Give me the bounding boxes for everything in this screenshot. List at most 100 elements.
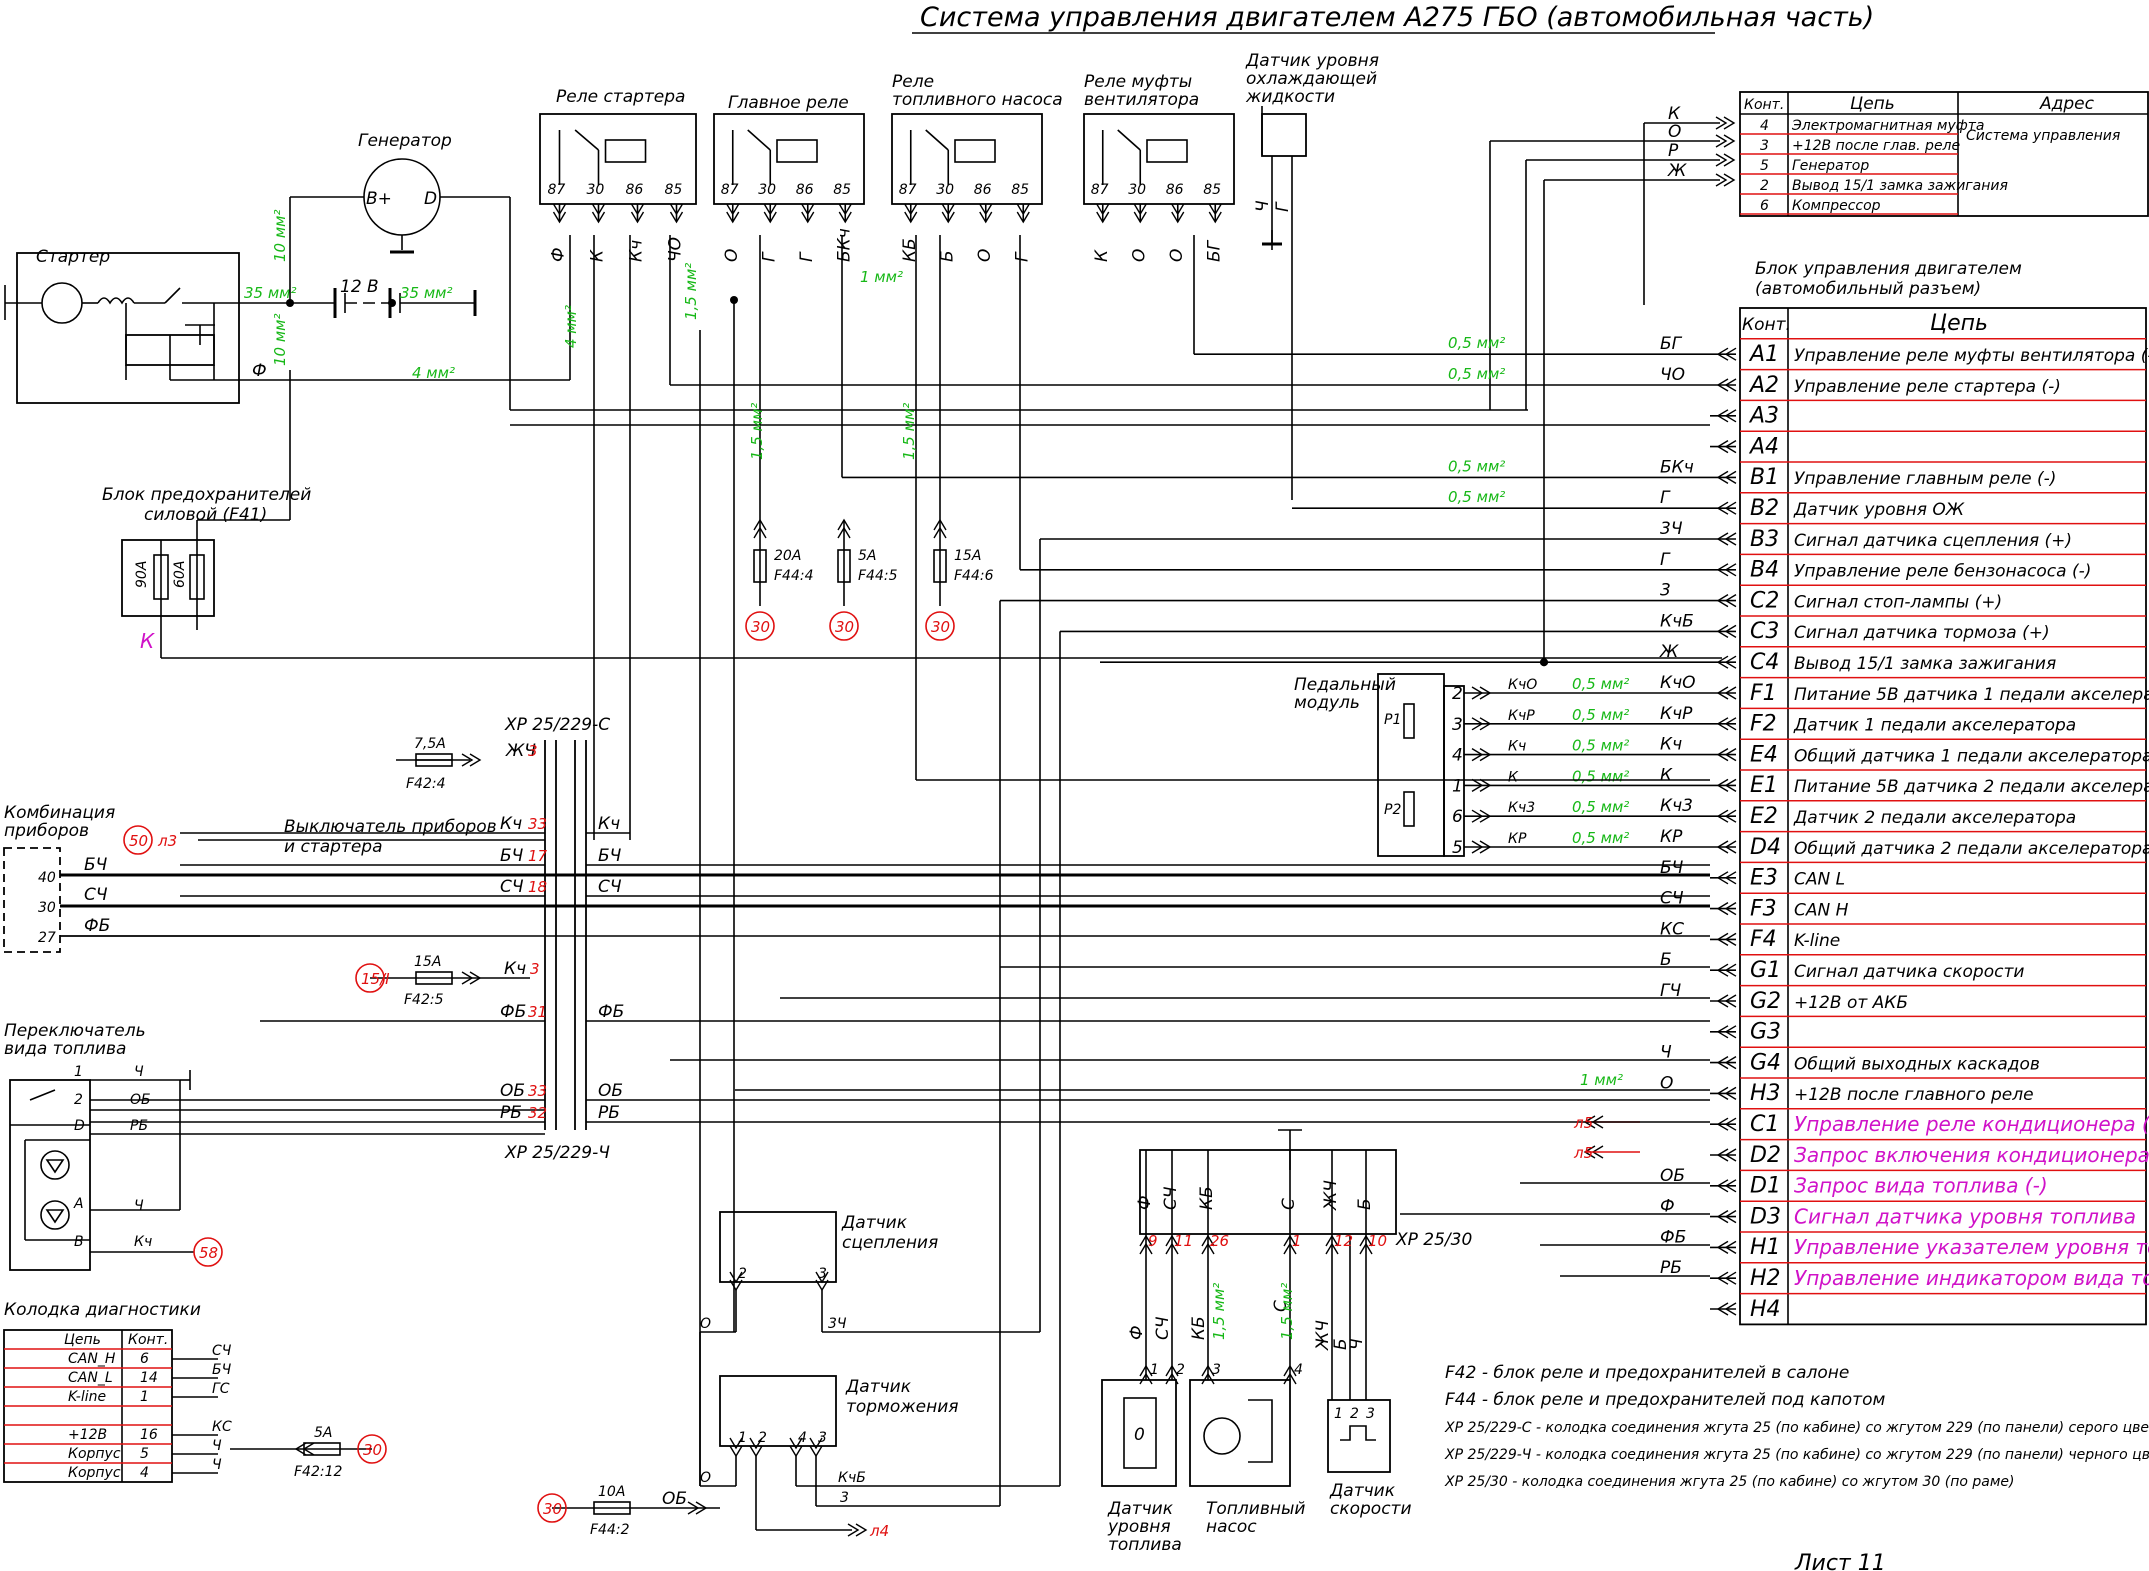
xp30-top-wire-0: Ф [1135,1195,1155,1210]
diag-pin: 4 [140,1465,149,1481]
ws-4-vert: 4 мм² [562,305,580,348]
lower-w-s: С [1271,1300,1291,1312]
note-3: ХР 25/229-Ч - колодка соединения жгута 2… [1444,1447,2149,1463]
ecu-wire-F4: КС [1660,919,1684,939]
fuse-f4212-lbl: F42:12 [294,1464,342,1480]
fuse-val-1: 5А [858,548,876,564]
ecu-pin-D3: D3 [1750,1204,1781,1229]
starter: Стартер [4,247,300,404]
pedal-ws-5: 0,5 мм² [1572,829,1629,847]
fs-pin-2: 2 [74,1092,83,1108]
fuse-f424-pin: 3 [528,742,538,760]
brake-pin-2: 2 [758,1430,767,1446]
ws-4-horiz: 4 мм² [412,364,455,382]
fuse-f442-val: 10А [598,1484,625,1500]
ecu-pin-E1: E1 [1750,773,1778,798]
xp-row-wire-0: Кч [500,814,522,834]
ws-1-main: 1 мм² [860,268,903,286]
relay-wire-2-0: КБ [900,238,920,262]
pump-relay-title-1: Реле [892,72,934,92]
lower-pin-2: 2 [1176,1362,1185,1378]
pedal-pin-6: 6 [1452,807,1463,827]
ecu-circuit-F4: K-line [1794,931,1840,951]
fuse-lbl-0: F44:4 [774,568,814,584]
ecu-pin-H1: H1 [1750,1235,1781,1260]
relay-pin-3-0: 87 [1091,182,1109,198]
pedal-ws-3: 0,5 мм² [1572,767,1629,785]
clutch-title-2: сцепления [842,1233,938,1253]
pedal-p2: P2 [1384,802,1401,818]
labels: КОРЖБГЧОБКчГ3ЧГ3КчБЖКчОКчРКчККч3КРБЧСЧКС… [38,104,1696,1540]
xp-25-30-label: ХР 25/30 [1395,1230,1472,1250]
relay-box-3 [1083,113,1235,205]
ecu-circuit-C2: Сигнал стоп-лампы (+) [1794,592,2002,612]
ign-switch-title-2: и стартера [284,837,382,857]
cluster-title-2: приборов [4,821,89,841]
relay-pin-0-3: 85 [665,182,683,198]
fuse-f442-wire: ОБ [662,1489,687,1509]
f41-title-1: Блок предохранителей [102,485,311,505]
ecu-circuit-G2: +12В от АКБ [1794,993,1908,1013]
pedal-pin-4: 4 [1452,746,1463,766]
ecu-pin-B1: B1 [1750,465,1779,490]
relay-pin-chevron [1016,203,1030,224]
fuse-f425-ref [355,963,385,993]
fuel-switch-title-2: вида топлива [4,1039,126,1059]
cluster-pin-40: 40 [38,870,56,886]
ecu-pin-A3: A3 [1748,404,1779,429]
relay-pin-chevron [1208,203,1222,224]
ecu-wire-F2: КчР [1660,704,1693,724]
clutch-pin-3: 3 [818,1266,827,1282]
relay-pin-chevron [591,203,606,224]
generator-label: Генератор [358,131,452,151]
connector-chevron [1471,686,1492,700]
ecu-wire-E4: Кч [1660,735,1682,755]
diag-circuit: Корпус [68,1446,121,1462]
ws-b1: 0,5 мм² [1448,457,1505,475]
relay-wire-2-2: О [975,249,995,262]
starter-relay-title: Реле стартера [556,87,685,107]
ecu-wire-D1: ОБ [1660,1166,1685,1186]
ss-title-2: скорости [1330,1499,1412,1519]
ecu-circuit-D2: Запрос включения кондиционера (+) [1794,1143,2149,1167]
ss-pin-2: 2 [1350,1406,1359,1422]
relay-wire-2-1: Б [937,250,957,262]
brake-sensor [719,1375,837,1447]
lower-pin-1: 1 [1150,1362,1159,1378]
ecu-wire-G4: Ч [1660,1043,1672,1063]
ws-a1: 0,5 мм² [1448,334,1505,352]
ecu-circuit-H1: Управление указателем уровня топлива [1794,1235,2149,1259]
xp-row-pin-1: 17 [528,847,548,865]
ecu-circuit-C4: Вывод 15/1 замка зажигания [1794,654,2056,674]
ws-15a: 1,5 мм² [682,263,700,320]
fuel-level-sensor [1101,1379,1177,1487]
top-wire-3: Ж [1667,161,1687,181]
top-wire-2: Р [1668,141,1679,161]
diag-circuit: K-line [68,1389,106,1405]
relay-pin-1-0: 87 [721,182,739,198]
ss-pin-3: 3 [1366,1406,1375,1422]
top-table-pin: 2 [1760,178,1769,194]
fs-w-ch: Ч [134,1064,144,1080]
xp-row-right-5: РБ [598,1103,620,1123]
relay-pin-1-1: 30 [758,182,776,198]
xp30-pin-3: 1 [1292,1232,1302,1250]
fuse-ref-2-text: 30 [931,618,950,636]
ecu-pin-F1: F1 [1750,681,1777,706]
ecu-circuit-E4: Общий датчика 1 педали акселератора [1794,746,2149,766]
fp-title-1: Топливный [1206,1499,1305,1519]
fuse-f4212-val: 5А [314,1425,332,1441]
xp30-pin-1: 11 [1174,1232,1193,1250]
ref-l5a: л5 [1573,1114,1593,1132]
lower-w-ch: Ч [1347,1338,1367,1350]
relay-pin-0-2: 86 [626,182,644,198]
relay-pin-chevron [838,203,852,224]
relay-pin-2-0: 87 [899,182,917,198]
relay-pin-chevron [1096,203,1110,224]
fl-title-2: уровня [1107,1517,1171,1537]
ref-c50 [123,825,153,855]
connector-chevron [1715,153,1736,167]
cluster-wire-sch: СЧ [84,885,108,905]
xp-row-wire-2: СЧ [500,877,524,897]
brake-w-o: О [700,1470,711,1486]
